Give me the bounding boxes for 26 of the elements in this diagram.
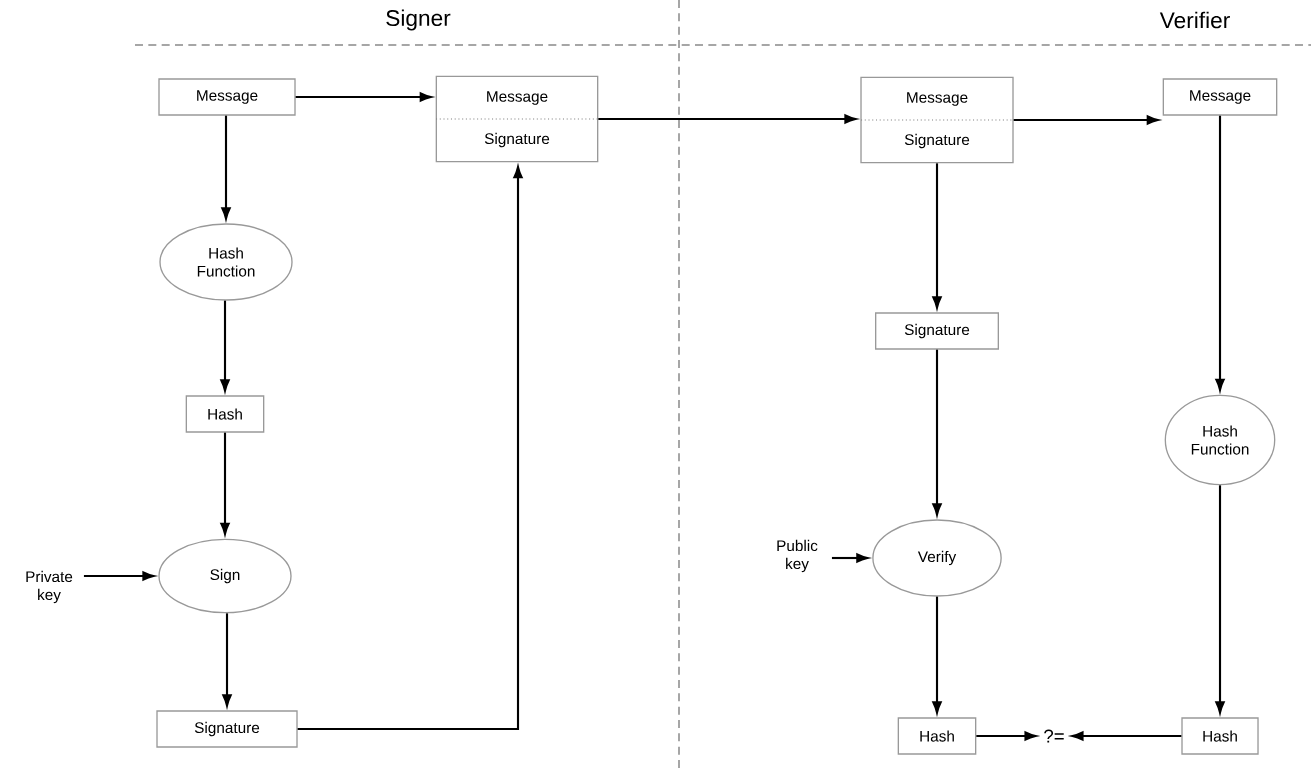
- process-box: Message: [1162, 78, 1278, 116]
- process-box: Hash: [185, 395, 265, 433]
- process-box: Hash: [897, 717, 977, 755]
- process-box: Signature: [156, 710, 298, 748]
- arrow: [222, 613, 232, 707]
- message-signature-box: Message Signature: [435, 75, 599, 163]
- arrow: [932, 596, 942, 714]
- arrow: [598, 114, 857, 124]
- arrow: [932, 163, 942, 309]
- arrow: [220, 300, 230, 392]
- column-heading: Verifier: [1157, 9, 1233, 31]
- arrow: [221, 115, 231, 220]
- process-box: Hash: [1181, 717, 1259, 755]
- process-box: Signature: [875, 312, 999, 350]
- arrow: [1071, 731, 1182, 741]
- arrow: [932, 349, 942, 516]
- message-signature-box: Message Signature: [860, 76, 1014, 164]
- process-box: Message: [158, 78, 296, 116]
- input-label: Public key: [777, 539, 818, 573]
- arrow: [976, 731, 1037, 741]
- input-label: Private key: [26, 570, 73, 604]
- column-heading: Signer: [382, 6, 454, 34]
- arrow: [831, 553, 869, 563]
- arrow: [83, 571, 155, 581]
- arrow: [1215, 485, 1225, 714]
- comparison-sign: ?=: [1044, 729, 1064, 743]
